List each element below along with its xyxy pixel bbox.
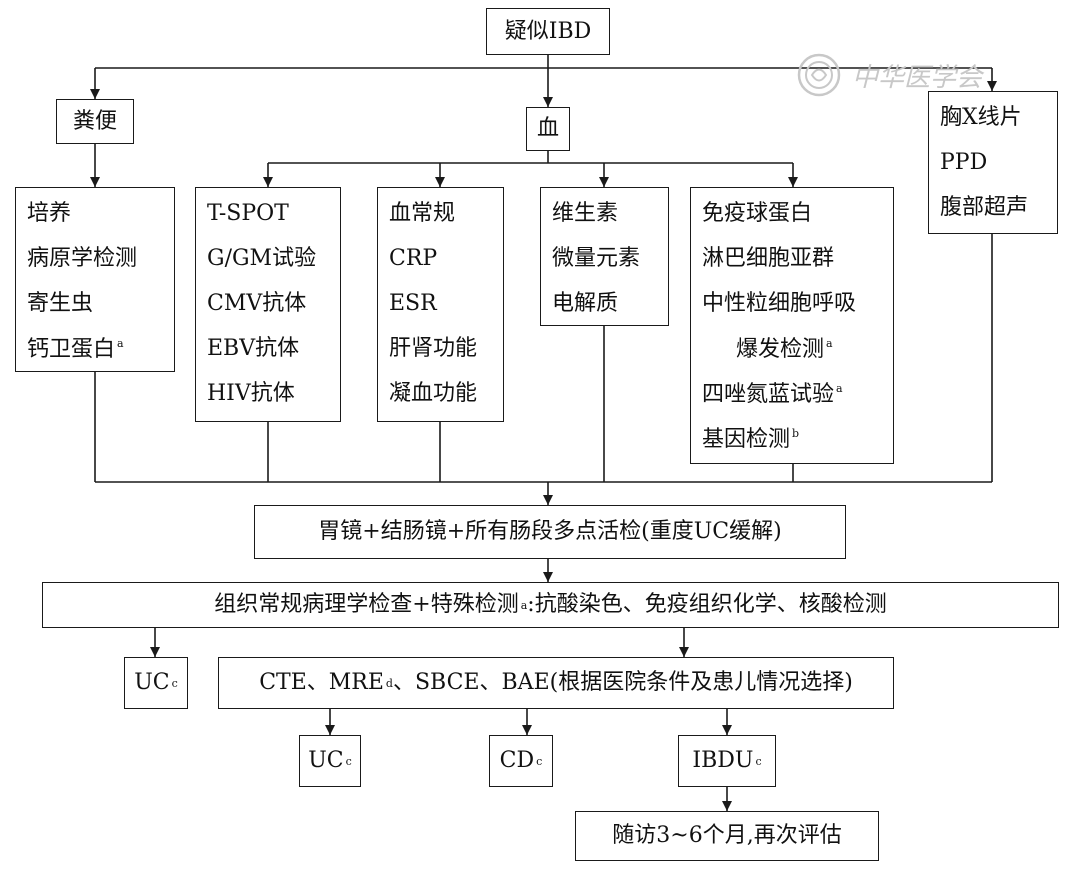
imaging-label-post: 、SBCE、BAE(根据医院条件及患儿情况选择) <box>392 670 853 695</box>
watermark: 中华医学会 <box>796 48 982 102</box>
list-item: 淋巴细胞亚群 <box>702 248 893 293</box>
footnote-marker: a <box>836 382 843 395</box>
cd-final-label: CD <box>499 748 535 773</box>
list-item-text: 爆发检测 <box>736 337 825 362</box>
list-item-text: 基因检测 <box>702 427 791 452</box>
uc-final-sup: c <box>345 754 352 768</box>
blood-node: 血 <box>526 107 570 151</box>
nutrition-tests-node: 维生素微量元素电解质 <box>540 187 669 326</box>
list-item: 维生素 <box>552 203 668 248</box>
start-node: 疑似IBD <box>486 8 610 55</box>
list-item: 腹部超声 <box>940 197 1057 242</box>
list-item: ESR <box>389 293 503 338</box>
imaging-label-pre: CTE、MRE <box>259 670 384 695</box>
pathology-label: 组织常规病理学检查+特殊检测 <box>214 592 519 617</box>
list-item-text: ESR <box>389 291 437 316</box>
chest-imaging-node: 胸X线片 PPD 腹部超声 <box>928 91 1058 234</box>
list-item-text: 免疫球蛋白 <box>702 201 813 226</box>
list-item-text: 中性粒细胞呼吸 <box>702 291 857 316</box>
pathology-sup: a <box>520 598 528 612</box>
list-item-text: 钙卫蛋白 <box>27 337 116 362</box>
footnote-marker: a <box>117 337 124 350</box>
uc-result-label: UC <box>134 670 170 695</box>
list-item: CMV抗体 <box>207 293 340 338</box>
list-item: 血常规 <box>389 203 503 248</box>
list-item-text: CMV抗体 <box>207 291 307 316</box>
seal-icon <box>797 53 841 97</box>
pathology-tests: :抗酸染色、免疫组织化学、核酸检测 <box>527 592 887 617</box>
blood-routine-node: 血常规 CRP ESR 肝肾功能凝血功能 <box>377 187 504 422</box>
imaging-sup: d <box>385 676 393 690</box>
footnote-marker: a <box>826 337 833 350</box>
list-item: 凝血功能 <box>389 383 503 428</box>
list-item-text: G/GM试验 <box>207 246 317 271</box>
list-item-text: 培养 <box>27 201 72 226</box>
list-item: T-SPOT <box>207 203 340 248</box>
followup-node: 随访3~6个月,再次评估 <box>575 811 879 861</box>
endoscopy-node: 胃镜+结肠镜+所有肠段多点活检(重度UC缓解) <box>254 505 846 559</box>
cd-final-sup: c <box>536 754 543 768</box>
uc-result-sup: c <box>171 676 178 690</box>
list-item-text: EBV抗体 <box>207 336 300 361</box>
list-item: 胸X线片 <box>940 107 1057 152</box>
list-item-text: T-SPOT <box>207 201 289 226</box>
list-item: 电解质 <box>552 293 668 338</box>
list-item-text: HIV抗体 <box>207 381 295 406</box>
list-item-text: 维生素 <box>552 201 619 226</box>
list-item: 肝肾功能 <box>389 338 503 383</box>
list-item-text: CRP <box>389 246 438 271</box>
list-item: 中性粒细胞呼吸 <box>702 293 893 338</box>
list-item-text: 腹部超声 <box>940 195 1029 220</box>
list-item-text: 电解质 <box>552 291 619 316</box>
list-item: PPD <box>940 152 1057 197</box>
list-item: 免疫球蛋白 <box>702 203 893 248</box>
list-item: 寄生虫 <box>27 293 174 338</box>
list-item-text: PPD <box>940 150 988 175</box>
list-item-text: 血常规 <box>389 201 456 226</box>
stool-node: 粪便 <box>56 99 134 144</box>
list-item-text: 凝血功能 <box>389 381 478 406</box>
list-item: CRP <box>389 248 503 293</box>
infection-tests-node: T-SPOT G/GM试验 CMV抗体 EBV抗体 HIV抗体 <box>195 187 341 422</box>
list-item-text: 病原学检测 <box>27 246 138 271</box>
list-item-text: 肝肾功能 <box>389 336 478 361</box>
list-item-text: 四唑氮蓝试验 <box>702 382 835 407</box>
list-item-text: 淋巴细胞亚群 <box>702 246 835 271</box>
list-item-text: 微量元素 <box>552 246 641 271</box>
list-item: 微量元素 <box>552 248 668 293</box>
ibdu-final-sup: c <box>755 754 762 768</box>
list-item: G/GM试验 <box>207 248 340 293</box>
watermark-text: 中华医学会 <box>852 62 983 93</box>
list-item-text: 胸X线片 <box>940 105 1022 130</box>
list-item: 培养 <box>27 203 174 248</box>
list-item: 病原学检测 <box>27 248 174 293</box>
uc-final-label: UC <box>308 748 344 773</box>
footnote-marker: b <box>792 427 800 440</box>
list-item: EBV抗体 <box>207 338 340 383</box>
ibdu-final-label: IBDU <box>692 748 754 773</box>
list-item-text: 寄生虫 <box>27 291 94 316</box>
list-item: HIV抗体 <box>207 383 340 428</box>
